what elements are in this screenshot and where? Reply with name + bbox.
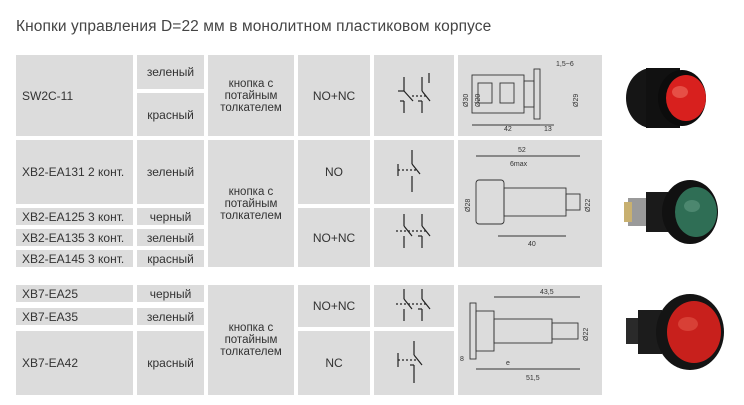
model-cell: XB7-EA25 <box>16 285 133 302</box>
model-name: XB2-EA145 3 конт. <box>22 251 125 266</box>
schematic-cell <box>374 208 454 267</box>
color-label: красный <box>147 356 194 370</box>
dim-label: 42 <box>504 126 512 133</box>
function-label: кнопка с потайным толкателем <box>220 77 282 114</box>
contact-no-schematic <box>397 150 421 192</box>
red-button-top-icon <box>667 301 721 363</box>
color-label: черный <box>149 286 192 301</box>
model-name: XB7-EA35 <box>22 309 79 324</box>
function-cell: кнопка с потайным толкателем <box>208 285 294 395</box>
dim-label: 43,5 <box>540 289 554 296</box>
contact-cell: NO <box>298 140 370 204</box>
contact-nc-schematic <box>397 341 423 383</box>
schematic-cell <box>374 140 454 204</box>
contact-no-nc-schematic <box>396 289 431 321</box>
function-cell: кнопка с потайным толкателем <box>208 140 294 267</box>
product-photo-xb2 <box>616 172 736 252</box>
dim-label: Ø22 <box>583 328 590 341</box>
color-cell: зеленый <box>137 229 204 246</box>
color-cell: зеленый <box>137 55 204 89</box>
dimension-drawing: 1,5~6 Ø30 Ø20 Ø29 42 13 <box>463 61 580 133</box>
drawing-cell: 43,5 Ø22 8 e 51,5 <box>458 285 602 395</box>
color-label: красный <box>147 251 194 266</box>
dim-label: 13 <box>544 126 552 133</box>
dim-label: 6max <box>510 161 528 168</box>
dim-label: 8 <box>460 356 464 363</box>
model-cell: XB2-EA131 2 конт. <box>16 140 133 204</box>
contact-label: NO+NC <box>312 299 356 313</box>
page-title: Кнопки управления D=22 мм в монолитном п… <box>16 18 492 35</box>
contact-cell: NO+NC <box>298 55 370 136</box>
color-cell: зеленый <box>137 308 204 325</box>
model-name: XB7-EA42 <box>22 356 79 370</box>
contact-no-nc-schematic <box>396 214 431 248</box>
contact-cell: NO+NC <box>298 208 370 267</box>
contact-cell: NC <box>298 331 370 395</box>
model-cell: XB7-EA42 <box>16 331 133 395</box>
dim-label: 52 <box>518 147 526 154</box>
dimension-drawing: 52 6max Ø28 Ø22 40 <box>465 147 592 248</box>
function-cell: кнопка с потайным толкателем <box>208 55 294 136</box>
product-table: SW2C-11 XB2-EA131 2 конт. XB2-EA125 3 ко… <box>16 55 602 395</box>
dim-label: Ø20 <box>475 94 482 107</box>
schematic-cell <box>374 285 454 327</box>
model-cell: XB2-EA125 3 конт. <box>16 208 133 225</box>
color-label: красный <box>147 107 194 122</box>
color-cell: черный <box>137 208 204 225</box>
dim-label: Ø30 <box>463 94 470 107</box>
color-label: черный <box>149 209 192 224</box>
dim-label: Ø28 <box>465 199 472 212</box>
color-label: зеленый <box>146 165 195 179</box>
model-cell: SW2C-11 <box>16 55 133 136</box>
dim-label: 51,5 <box>526 375 540 382</box>
contact-label: NO+NC <box>312 230 356 245</box>
function-label: кнопка с потайным толкателем <box>220 185 282 222</box>
dim-label: Ø22 <box>585 199 592 212</box>
dimension-drawing: 43,5 Ø22 8 e 51,5 <box>460 289 590 382</box>
function-label: кнопка с потайным толкателем <box>220 322 282 358</box>
drawing-cell: 1,5~6 Ø30 Ø20 Ø29 42 13 <box>458 55 602 136</box>
model-cell: XB2-EA145 3 конт. <box>16 250 133 267</box>
color-label: зеленый <box>146 65 195 79</box>
model-name: XB2-EA131 2 конт. <box>22 165 125 179</box>
dim-label: 40 <box>528 241 536 248</box>
schematic-cell <box>374 55 454 136</box>
red-button-top-icon <box>666 75 706 121</box>
green-button-top-icon <box>675 187 717 237</box>
model-cell: XB7-EA35 <box>16 308 133 325</box>
color-cell: черный <box>137 285 204 302</box>
product-photo-xb7 <box>616 288 736 378</box>
color-cell: красный <box>137 331 204 395</box>
drawing-cell: 52 6max Ø28 Ø22 40 <box>458 140 602 267</box>
model-name: SW2C-11 <box>22 88 74 103</box>
model-name: XB7-EA25 <box>22 286 79 301</box>
product-photo-sw2c <box>616 58 726 138</box>
color-cell: красный <box>137 93 204 136</box>
model-name: XB2-EA125 3 конт. <box>22 209 125 224</box>
dim-label: e <box>506 360 510 367</box>
model-name: XB2-EA135 3 конт. <box>22 230 125 245</box>
schematic-cell <box>374 331 454 395</box>
contact-no-nc-schematic <box>398 73 431 113</box>
dim-label: 1,5~6 <box>556 61 574 68</box>
contact-label: NO+NC <box>312 88 356 103</box>
contact-label: NC <box>325 356 343 370</box>
dim-label: Ø29 <box>573 94 580 107</box>
color-label: зеленый <box>146 230 195 245</box>
color-cell: зеленый <box>137 140 204 204</box>
contact-cell: NO+NC <box>298 285 370 327</box>
model-cell: XB2-EA135 3 конт. <box>16 229 133 246</box>
color-label: зеленый <box>146 309 195 324</box>
contact-label: NO <box>325 165 343 179</box>
color-cell: красный <box>137 250 204 267</box>
